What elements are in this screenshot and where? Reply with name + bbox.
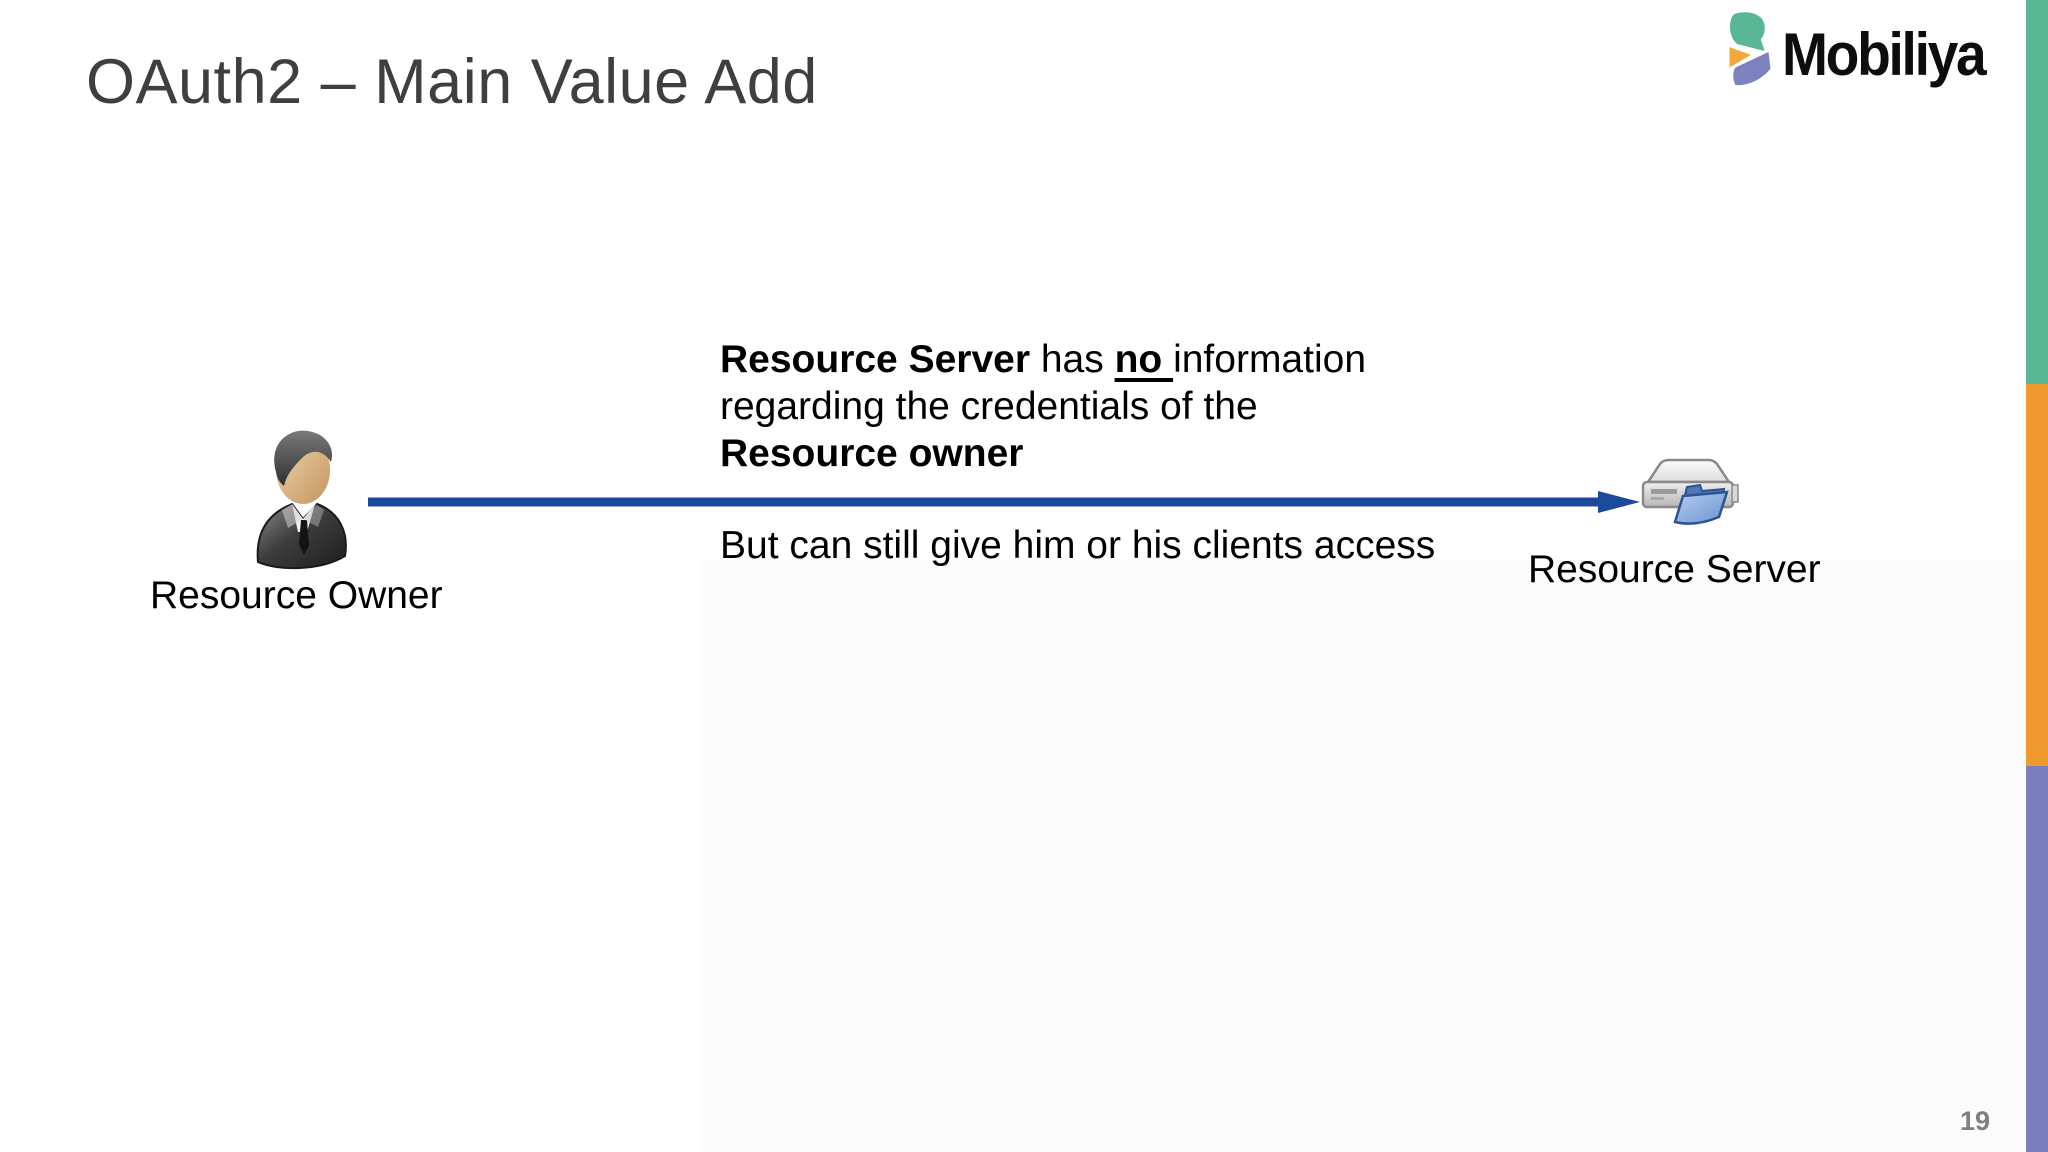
annotation-line-4: But can still give him or his clients ac… [720, 524, 1436, 567]
accent-bar [2026, 0, 2048, 1152]
logo-purple-shape [1733, 51, 1771, 86]
annotation-line-3: Resource owner [720, 430, 1366, 477]
mobiliya-logo-icon [1729, 12, 1771, 86]
annotation-text: Resource Server has no information regar… [720, 336, 1366, 477]
annotation-line-2: regarding the credentials of the [720, 385, 1258, 428]
resource-server-icon [1641, 458, 1739, 525]
resource-server-label: Resource Server [1528, 548, 1821, 591]
arrow-head [1598, 491, 1640, 513]
mobiliya-logo-wordmark: Mobiliya [1782, 21, 1987, 88]
annotation-bold-resource-owner: Resource owner [720, 432, 1024, 475]
logo-orange-shape [1729, 47, 1751, 68]
accent-bar-purple [2026, 766, 2048, 1152]
page-number: 19 [1959, 1106, 1990, 1136]
annotation-bold-resource-server: Resource Server [720, 338, 1031, 381]
background-shade [700, 560, 2026, 1152]
annotation-line-1: Resource Server has no information [720, 338, 1367, 381]
resource-owner-label: Resource Owner [150, 574, 443, 617]
owner-to-server-arrow [368, 491, 1640, 513]
annotation-underline-no: no [1114, 338, 1174, 381]
accent-bar-teal [2026, 0, 2048, 384]
resource-owner-person-icon [256, 430, 347, 570]
accent-bar-orange [2026, 384, 2048, 766]
slide-title: OAuth2 – Main Value Add [86, 47, 818, 117]
logo-teal-shape [1729, 12, 1765, 51]
